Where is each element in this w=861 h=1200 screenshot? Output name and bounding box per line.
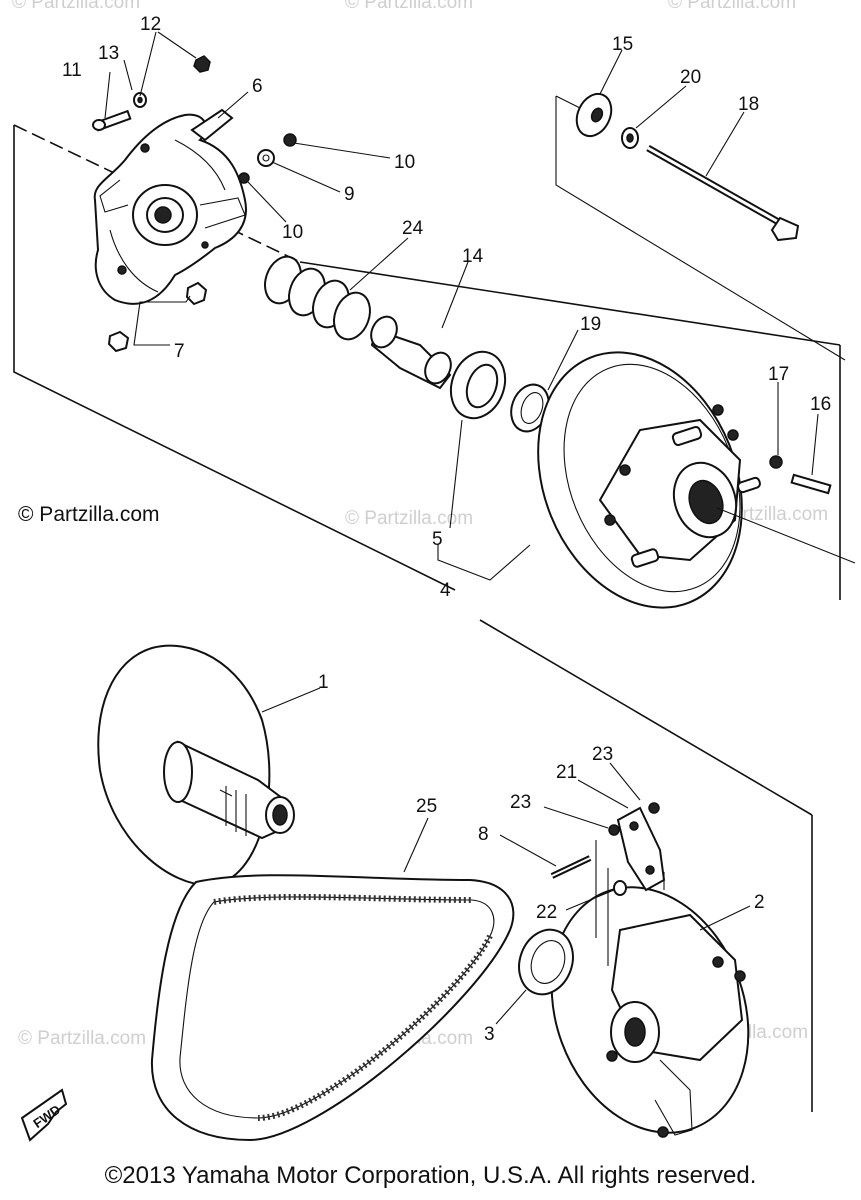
callout-20: 20 <box>680 67 701 88</box>
callout-19: 19 <box>580 314 601 335</box>
fwd-arrow-icon: FWD <box>20 1088 68 1142</box>
oil-seal-5 <box>449 350 507 420</box>
washer-17 <box>769 455 783 469</box>
callout-17: 17 <box>768 364 789 385</box>
plate-15 <box>575 92 613 138</box>
callout-25: 25 <box>416 796 437 817</box>
sheave-2 <box>550 886 750 1138</box>
bolt-18 <box>646 144 800 242</box>
callout-12: 12 <box>140 14 161 35</box>
secondary-sheave-frame <box>479 619 813 1112</box>
callout-18: 18 <box>738 94 759 115</box>
sheave-1 <box>97 644 295 887</box>
callout-10: 10 <box>394 152 415 173</box>
washer-20 <box>621 127 639 149</box>
nut-12 <box>193 55 211 73</box>
callout-3: 3 <box>484 1024 495 1045</box>
watermark: © Partzilla.com <box>345 508 474 529</box>
callout-24: 24 <box>402 218 424 239</box>
shaft-line <box>716 507 856 564</box>
callout-14: 14 <box>462 246 484 267</box>
callout-4: 4 <box>440 580 451 601</box>
callout-labels: 12 13 11 6 10 9 10 7 24 14 19 5 4 15 20 … <box>62 14 831 1045</box>
callout-22: 22 <box>536 902 557 923</box>
callout-13: 13 <box>98 43 119 64</box>
watermark: © Partzilla.com <box>668 0 797 13</box>
link-plate-21 <box>616 806 666 892</box>
bolt-16 <box>790 473 832 495</box>
callout-21: 21 <box>556 762 577 783</box>
bolt-frame <box>555 95 846 361</box>
watermark: © Partzilla.com <box>345 0 474 13</box>
callout-23: 23 <box>592 744 613 765</box>
callout-11: 11 <box>62 60 82 81</box>
watermark: © Partzilla.com <box>18 1028 147 1049</box>
collar-9 <box>257 149 275 167</box>
washer-13 <box>133 92 147 108</box>
callout-2: 2 <box>754 892 765 913</box>
fixed-sheave-housing <box>93 113 247 305</box>
spacer-14 <box>370 315 452 390</box>
callout-23: 23 <box>510 792 531 813</box>
washer-10 <box>238 133 297 184</box>
callout-15: 15 <box>612 34 633 55</box>
movable-sheave-4 <box>537 351 761 609</box>
callout-9: 9 <box>344 184 355 205</box>
callout-7: 7 <box>174 341 185 362</box>
housing-bolt <box>92 109 132 132</box>
callout-10: 10 <box>282 222 303 243</box>
bushing-3 <box>518 928 574 996</box>
drive-belt-25 <box>150 874 515 1142</box>
spring-24 <box>264 255 371 341</box>
nut-23 <box>608 802 660 836</box>
pin-8 <box>550 855 592 879</box>
nut-7 <box>107 281 208 353</box>
callout-8: 8 <box>478 824 489 845</box>
sheave-2-frame <box>595 840 665 966</box>
callout-1: 1 <box>318 672 329 693</box>
partzilla-credit: © Partzilla.com <box>18 503 160 526</box>
copyright-notice: ©2013 Yamaha Motor Corporation, U.S.A. A… <box>104 1162 757 1189</box>
upper-assembly-frame <box>13 124 841 600</box>
weight-6 <box>190 108 234 142</box>
collar-22 <box>613 880 627 896</box>
callout-6: 6 <box>252 76 263 97</box>
watermark: © Partzilla.com <box>12 0 141 13</box>
callout-16: 16 <box>810 394 831 415</box>
callout-5: 5 <box>432 529 443 550</box>
leader-lines <box>104 31 819 1025</box>
